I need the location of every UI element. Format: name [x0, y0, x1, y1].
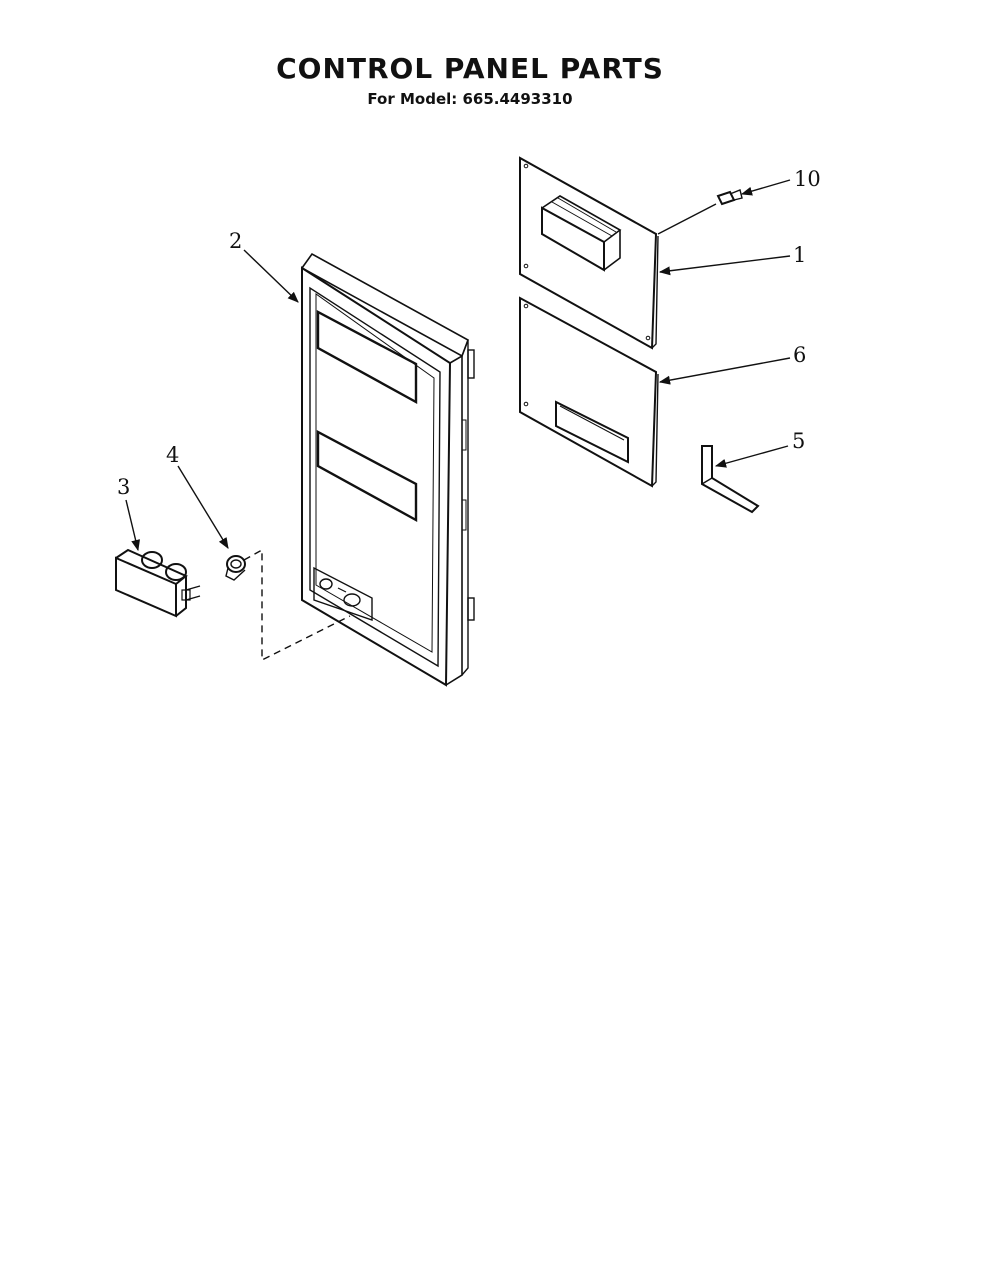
callout-5: 5 — [792, 429, 805, 453]
callout-10: 10 — [794, 167, 821, 191]
control-panel-housing — [300, 252, 475, 687]
model-subtitle: For Model: 665.4493310 — [367, 90, 573, 108]
page-title: CONTROL PANEL PARTS — [276, 52, 664, 85]
lower-circuit-board — [519, 296, 659, 488]
screw — [716, 189, 743, 206]
callout-1: 1 — [793, 243, 806, 267]
callout-4: 4 — [166, 443, 179, 467]
callout-3: 3 — [117, 475, 130, 499]
bracket — [701, 445, 760, 514]
callout-6: 6 — [793, 343, 806, 367]
upper-circuit-board — [519, 156, 659, 350]
leader-lines — [125, 179, 791, 552]
button-block — [115, 548, 201, 618]
assembly-dashed-line — [243, 548, 351, 662]
bushing-nut — [225, 555, 246, 581]
callout-2: 2 — [229, 229, 242, 253]
